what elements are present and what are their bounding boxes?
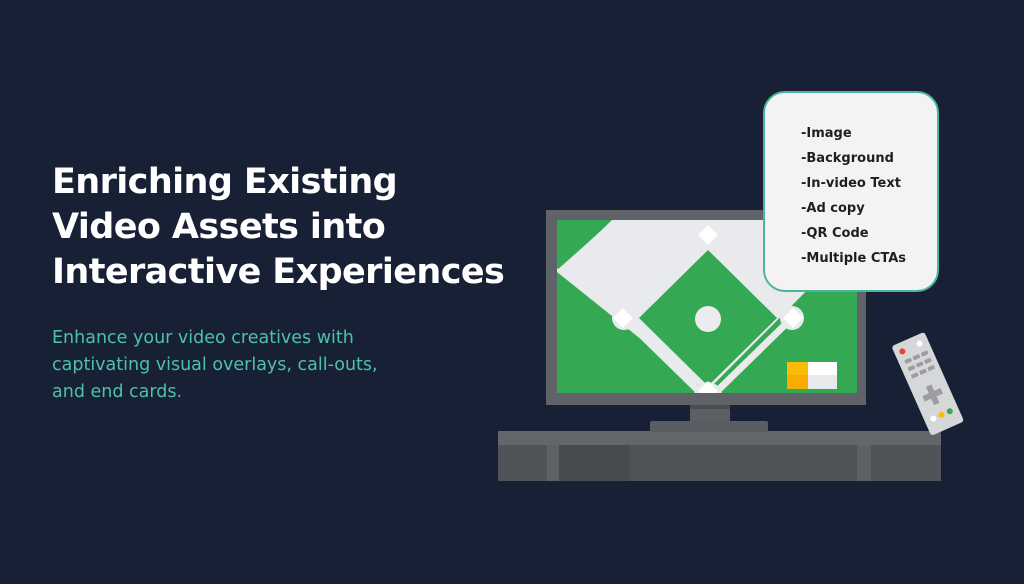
cabinet-leg-left [547, 445, 559, 481]
tv-base [650, 421, 768, 432]
scorebug-icon [787, 362, 837, 389]
feature-item-in-video-text: -In-video Text [801, 176, 901, 191]
page-headline: Enriching Existing Video Assets into Int… [52, 160, 532, 295]
cabinet-leg-right [857, 445, 871, 481]
feature-list: -Image -Background -In-video Text -Ad co… [801, 121, 906, 271]
feature-item-multiple-ctas: -Multiple CTAs [801, 251, 907, 266]
subtext-line-3: and end cards. [52, 382, 183, 402]
headline-line-2: Video Assets into [52, 207, 386, 247]
cabinet-panel-left [558, 445, 630, 481]
feature-item-qr-code: -QR Code [801, 226, 869, 241]
hero-subtext: Enhance your video creatives with captiv… [52, 325, 452, 406]
headline-line-3: Interactive Experiences [52, 252, 505, 292]
cabinet-top [498, 431, 941, 445]
headline-line-1: Enriching Existing [52, 162, 398, 202]
baseball-field-icon [557, 220, 857, 393]
callout-card: -Image -Background -In-video Text -Ad co… [763, 91, 939, 292]
subtext-line-1: Enhance your video creatives with [52, 328, 354, 348]
subtext-line-2: captivating visual overlays, call-outs, [52, 355, 378, 375]
remote-control-icon [891, 331, 965, 436]
feature-item-ad-copy: -Ad copy [801, 201, 865, 216]
feature-item-image: -Image [801, 126, 852, 141]
feature-item-background: -Background [801, 151, 894, 166]
tv-neck-shadow [690, 403, 730, 409]
